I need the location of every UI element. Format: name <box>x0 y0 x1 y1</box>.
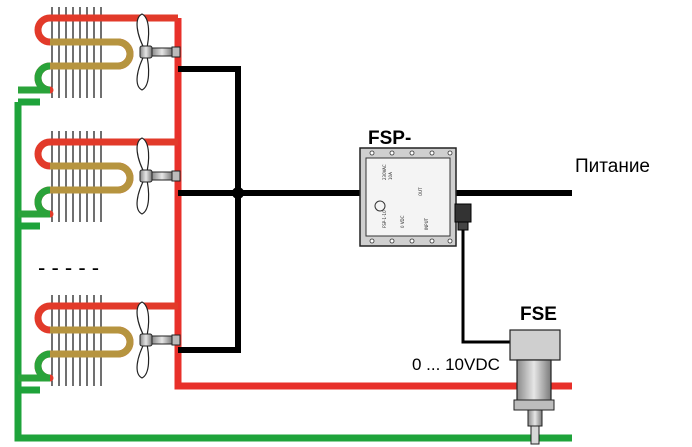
power-supply-label: Питание <box>575 156 650 177</box>
svg-text:10A: 10A <box>388 172 393 180</box>
fse-label: FSE <box>520 304 557 325</box>
fse-pressure-sensor <box>509 329 561 445</box>
signal-wire <box>461 230 514 344</box>
bus-junction <box>232 187 244 199</box>
svg-text:FSP-1-10: FSP-1-10 <box>382 210 387 228</box>
separator-dashes: - - - - - <box>38 255 99 280</box>
condenser-coil-2 <box>18 131 180 222</box>
fsp-label: FSP- <box>368 128 411 149</box>
svg-text:OUT: OUT <box>418 187 423 196</box>
svg-text:INPUT: INPUT <box>424 217 429 230</box>
fsp-signal-connector <box>454 203 472 231</box>
svg-text:0 VDC: 0 VDC <box>400 215 405 228</box>
control-bus <box>178 66 572 353</box>
svg-text:230VAC: 230VAC <box>382 164 387 180</box>
signal-range-label: 0 ... 10VDC <box>412 355 500 374</box>
fsp-controller: 230VAC 10A FSP-1-10 0 VDC OUT INPUT <box>359 147 457 247</box>
condenser-coil-1 <box>18 7 180 98</box>
condenser-coil-3 <box>18 295 180 386</box>
